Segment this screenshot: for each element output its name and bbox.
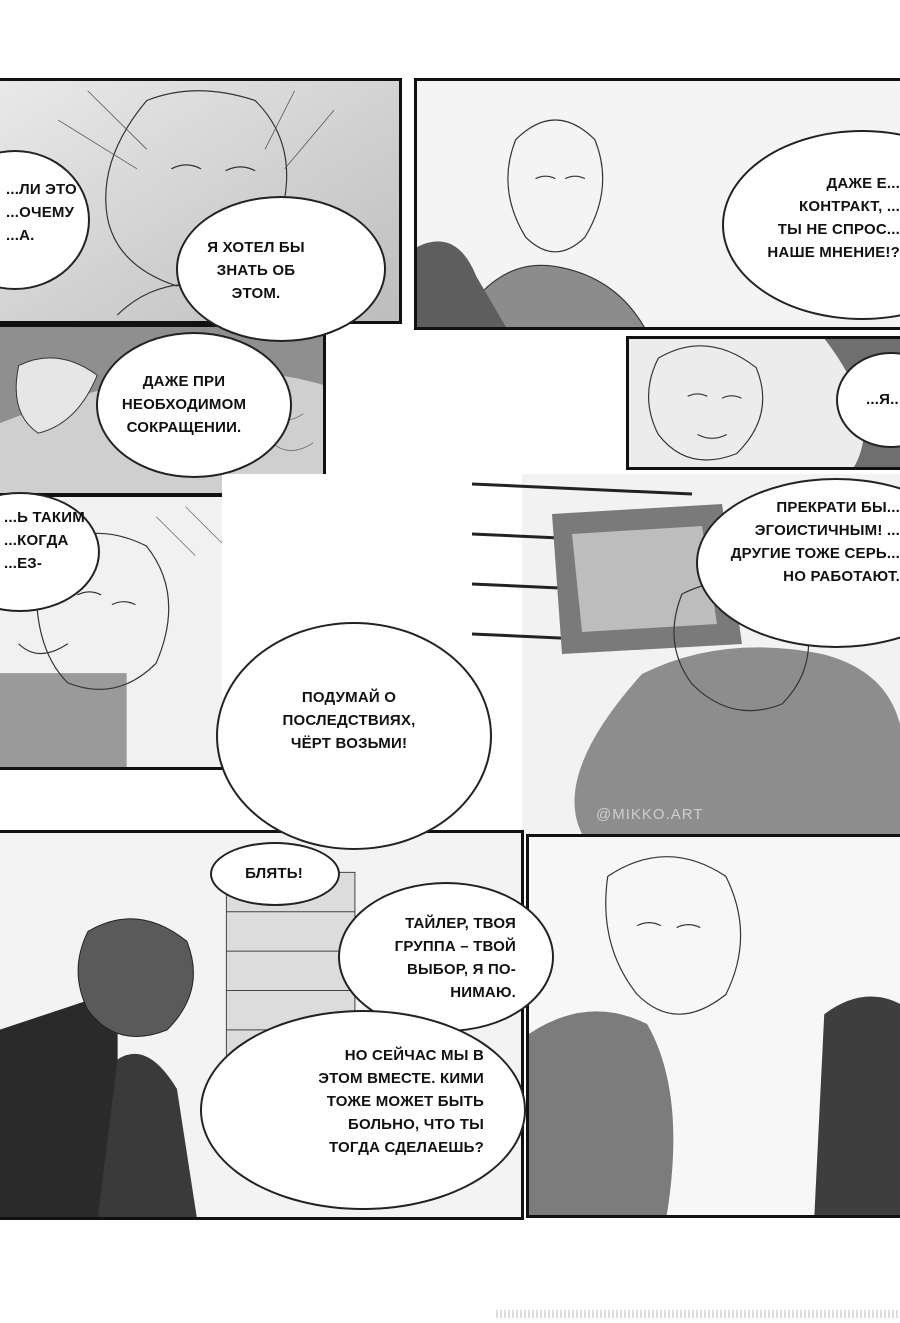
- bubble-7-text: ПРЕКРАТИ БЫ...ЭГОИСТИЧНЫМ! ...ДРУГИЕ ТОЖ…: [730, 499, 900, 585]
- speech-bubble-4: [96, 332, 292, 478]
- speech-bubble-11: [200, 1010, 526, 1210]
- bubble-6-text: ...Ь ТАКИМ...КОГДА...ЕЗ-: [4, 509, 85, 572]
- artist-watermark: @MIKKO.ART: [596, 806, 704, 823]
- panel-8: [526, 834, 900, 1218]
- bubble-1-text: ...ЛИ ЭТО...ОЧЕМУ...А.: [6, 181, 77, 244]
- bubble-9-text: БЛЯТЬ!: [245, 865, 303, 882]
- speech-bubble-9: [210, 842, 340, 906]
- bubble-5-text: ...Я...: [866, 391, 900, 408]
- page-footer-strip: [496, 1310, 900, 1318]
- speech-bubble-10: [338, 882, 554, 1032]
- speech-bubble-8: [216, 622, 492, 850]
- bubble-3-text: ДАЖЕ Е...КОНТРАКТ, ...ТЫ НЕ СПРОС...НАШЕ…: [767, 175, 900, 261]
- speech-bubble-2: [176, 196, 386, 342]
